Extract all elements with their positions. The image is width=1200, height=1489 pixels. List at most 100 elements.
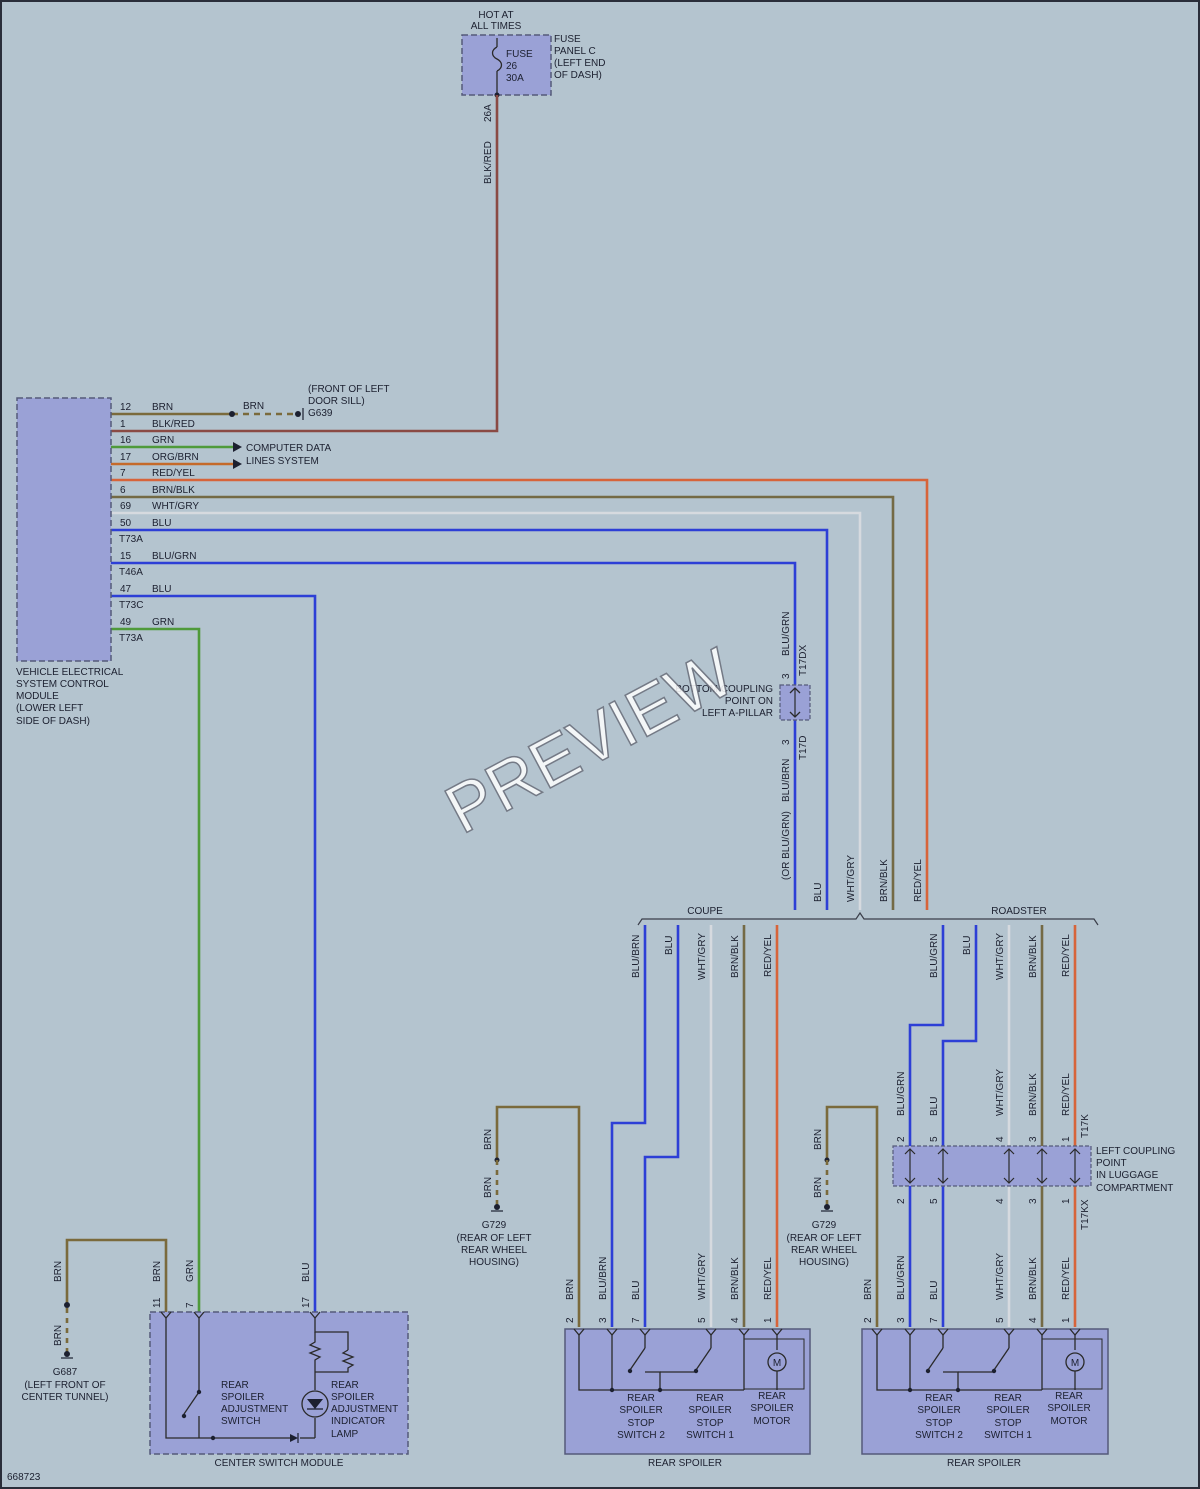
- coupling-alt-wire: (OR BLU/GRN): [781, 811, 792, 880]
- g687-wire: BRN: [53, 1325, 64, 1346]
- coupe-wire-label: RED/YEL: [763, 934, 774, 977]
- csm-lamp-name: REAR: [331, 1380, 359, 1391]
- center-switch-module: BRN GRN BLU 11 7 17 REAR: [149, 1260, 409, 1469]
- fuse-rating: 30A: [506, 73, 524, 84]
- wire-label-blu: BLU: [813, 883, 824, 902]
- fuse-panel-loc1: (LEFT END: [554, 58, 606, 69]
- g687-location: (LEFT FRONT OF: [24, 1380, 105, 1391]
- spoiler-box: [564, 1328, 811, 1455]
- pin-wire-color: GRN: [152, 435, 174, 446]
- g639-labels: BRN (FRONT OF LEFT DOOR SILL) G639 COMPU…: [243, 384, 389, 467]
- pin-number: 16: [120, 435, 132, 446]
- g639-wire: BRN: [243, 401, 264, 412]
- ground-g687: BRN BRN G687 (LEFT FRONT OF CENTER TUNNE…: [21, 1238, 168, 1403]
- g687-name: G687: [53, 1367, 78, 1378]
- roadster-upper-label: BRN/BLK: [1028, 1073, 1039, 1116]
- pin-wire-color: RED/YEL: [152, 468, 195, 479]
- coupe-wire-label: BLU: [664, 936, 675, 955]
- roadster-upper-label: RED/YEL: [1061, 1073, 1072, 1116]
- wire-blu-grn-15: [111, 561, 797, 685]
- pin-number: 15: [120, 551, 132, 562]
- fuse-panel-name2: PANEL C: [554, 46, 596, 57]
- stop-switch-1-name: REAR: [994, 1393, 1022, 1404]
- roadster-wire-label: WHT/GRY: [995, 933, 1006, 980]
- ground-g729-roadster: BRN BRN G729 (REAR OF LEFT REAR WHEEL HO…: [786, 1129, 861, 1268]
- g729-location: (REAR OF LEFT: [456, 1233, 531, 1244]
- pin-wire-color: BLU/GRN: [152, 551, 196, 562]
- variant-roadster: ROADSTER: [991, 906, 1047, 917]
- csm-switch-name: REAR: [221, 1380, 249, 1391]
- csm-wire-label: BRN: [152, 1261, 163, 1282]
- fuse-panel-box: [461, 34, 552, 96]
- spoiler-pin: 3: [896, 1317, 907, 1323]
- coupling-pin: 3: [1028, 1198, 1039, 1204]
- spoiler-wire-label: BLU/BRN: [598, 1257, 609, 1300]
- coupe-wire-label: BRN/BLK: [730, 935, 741, 978]
- spoiler-title: REAR SPOILER: [947, 1458, 1021, 1469]
- fuse-symbol: [491, 46, 503, 72]
- wire-label-brn-blk: BRN/BLK: [879, 859, 890, 902]
- connector-id: T73C: [119, 600, 143, 611]
- data-lines-label: LINES SYSTEM: [246, 456, 319, 467]
- luggage-coupling-name: COMPARTMENT: [1096, 1183, 1173, 1194]
- fuse-label: FUSE: [506, 49, 533, 60]
- spoiler-pin: 4: [1028, 1317, 1039, 1323]
- coupling-conn-top: T17K: [1080, 1114, 1091, 1138]
- motor-symbol: M: [773, 1358, 781, 1369]
- pin-wire-color: ORG/BRN: [152, 452, 199, 463]
- ground-g729-coupe: BRN BRN G729 (REAR OF LEFT REAR WHEEL HO…: [456, 1129, 531, 1268]
- motor-symbol: M: [1071, 1358, 1079, 1369]
- luggage-coupling-box: [892, 1145, 1092, 1187]
- pin-wire-color: BRN/BLK: [152, 485, 195, 496]
- g639-name: G639: [308, 408, 333, 419]
- pin-number: 7: [120, 468, 126, 479]
- luggage-coupling-name: IN LUGGAGE: [1096, 1170, 1159, 1181]
- g729-location: REAR WHEEL: [791, 1245, 858, 1256]
- fuse-number: 26: [506, 61, 518, 72]
- g687-wire: BRN: [53, 1261, 64, 1282]
- preview-watermark: PREVIEW: [433, 634, 746, 848]
- spoiler-wire-label: RED/YEL: [1061, 1257, 1072, 1300]
- coupe-wire-label: WHT/GRY: [697, 933, 708, 980]
- csm-title: CENTER SWITCH MODULE: [215, 1458, 344, 1469]
- roadster-wire-label: BLU: [962, 936, 973, 955]
- variant-coupe: COUPE: [687, 906, 723, 917]
- spoiler-pin: 1: [763, 1317, 774, 1323]
- csm-lamp-name: ADJUSTMENT: [331, 1404, 398, 1415]
- coupe-wires: BLU/BRN BLU WHT/GRY BRN/BLK RED/YEL: [495, 925, 779, 1327]
- motor-name: REAR: [758, 1391, 786, 1402]
- csm-wire-label: BLU: [301, 1263, 312, 1282]
- g687-location: CENTER TUNNEL): [21, 1392, 108, 1403]
- spoiler-wire-label: BLU: [929, 1281, 940, 1300]
- stop-switch-2-name: SWITCH 2: [617, 1430, 665, 1441]
- wire-blu-47: [111, 594, 317, 1312]
- csm-lamp-name: SPOILER: [331, 1392, 374, 1403]
- stop-switch-2-name: REAR: [627, 1393, 655, 1404]
- g729-location: REAR WHEEL: [461, 1245, 528, 1256]
- wires: [111, 95, 929, 1312]
- hot-at-label: HOT AT: [478, 10, 513, 21]
- spoiler-pin: 7: [929, 1317, 940, 1323]
- connector-id: T73A: [119, 633, 143, 644]
- g639-location: DOOR SILL): [308, 396, 365, 407]
- spoiler-wire-label: BLU/GRN: [896, 1256, 907, 1300]
- fuse-terminal: 26A: [483, 104, 494, 122]
- pin-number: 47: [120, 584, 132, 595]
- roadster-wires: BLU/GRN BLU WHT/GRY BRN/BLK RED/YEL BLU/…: [825, 925, 1077, 1327]
- spoiler-pin: 1: [1061, 1317, 1072, 1323]
- coupling-top-wire: BLU/GRN: [781, 612, 792, 656]
- spoiler-wire-label: BRN: [565, 1279, 576, 1300]
- vescm-pin-labels: 12 BRN 1 BLK/RED 16 GRN 17 ORG/BRN 7 RED…: [119, 402, 199, 644]
- stop-switch-1-name: STOP: [696, 1418, 723, 1429]
- csm-wire-label: GRN: [185, 1260, 196, 1282]
- wire-grn-49: [111, 627, 201, 1312]
- g729-wire: BRN: [813, 1177, 824, 1198]
- spoiler-pin: 7: [631, 1317, 642, 1323]
- wire-brn-blk: [111, 495, 895, 910]
- motor-name: MOTOR: [753, 1416, 790, 1427]
- fuse-26: HOT AT ALL TIMES FUSE 26 30A FUSE PANEL …: [461, 10, 606, 184]
- g729-location: HOUSING): [469, 1257, 519, 1268]
- a-pillar-coupling: BLU/GRN 3 T17DX BOTTOM COUPLING POINT ON…: [675, 612, 811, 880]
